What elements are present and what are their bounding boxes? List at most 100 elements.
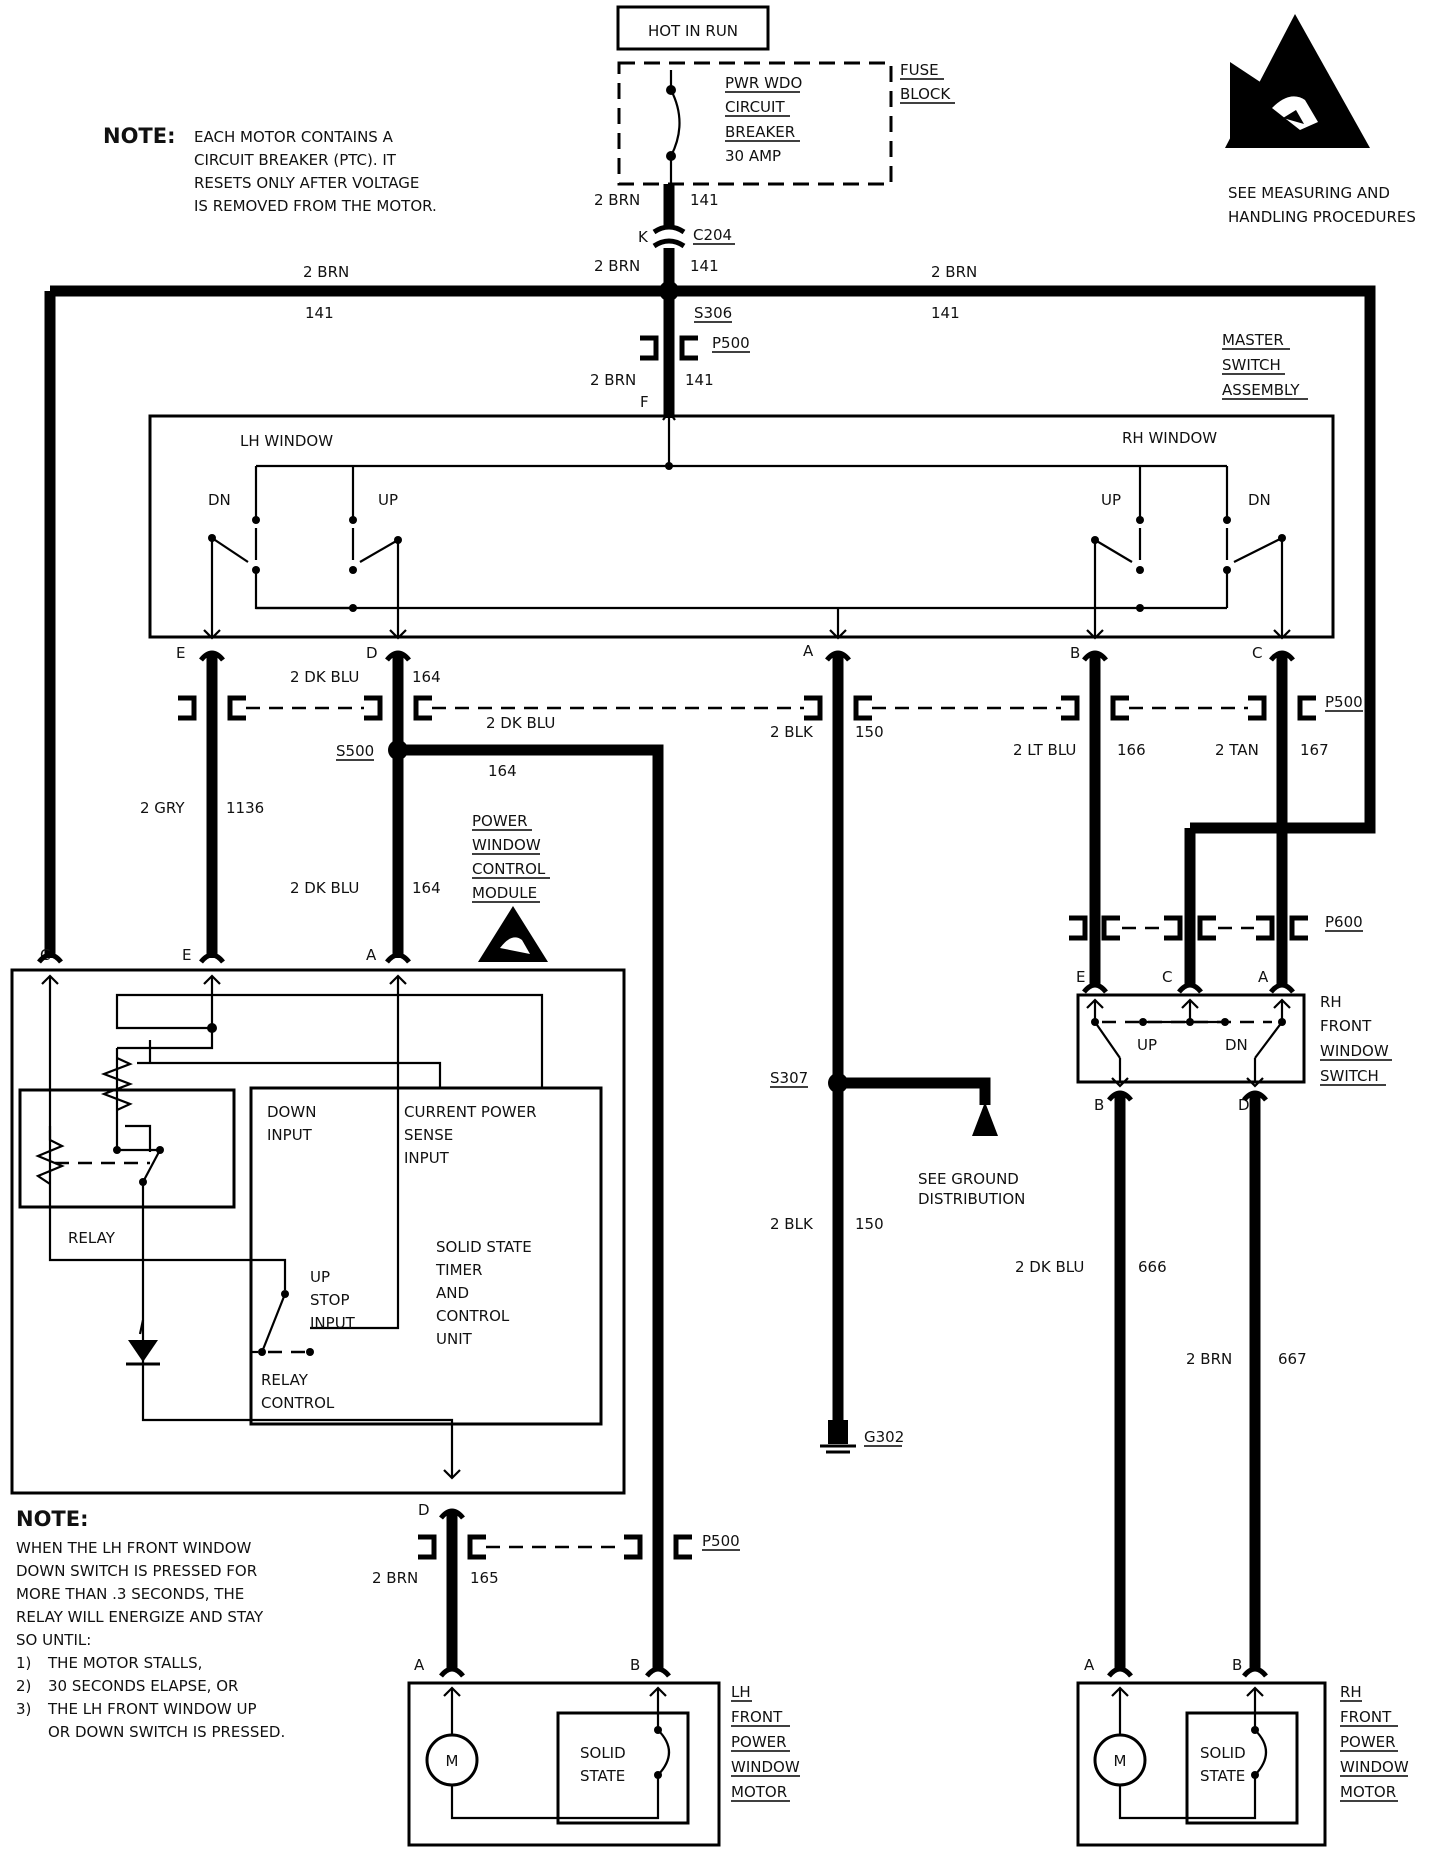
top-note-line-1: EACH MOTOR CONTAINS A <box>194 128 394 146</box>
hot-in-run-box <box>616 5 770 51</box>
wire-label-141-left: 141 <box>305 304 334 322</box>
wire-label-brn-3: 2 BRN <box>590 371 636 389</box>
connector-c204 <box>652 224 686 249</box>
master-pin-d: D <box>366 644 378 662</box>
lh-motor-box <box>407 1681 721 1847</box>
bottom-note-item-2-num: 2) <box>16 1677 31 1695</box>
lh-window-label: LH WINDOW <box>240 432 333 450</box>
master-output-connector-caps <box>199 650 1295 662</box>
module-connector-caps <box>37 952 411 964</box>
s500-label: S500 <box>336 742 374 760</box>
wire-label-blk-2: 2 BLK <box>770 1215 814 1233</box>
rh-motor-pin-a: A <box>1084 1656 1095 1674</box>
rh-dn-switch <box>1223 466 1286 637</box>
wire-label-141-2: 141 <box>690 257 719 275</box>
wire-141-bus <box>50 285 1376 834</box>
top-note-line-3: RESETS ONLY AFTER VOLTAGE <box>194 174 419 192</box>
s307-label: S307 <box>770 1069 808 1087</box>
wire-label-141-right: 141 <box>931 304 960 322</box>
wire-label-141-1: 141 <box>690 191 719 209</box>
esd-warning-icon <box>1225 14 1370 148</box>
rh-motor-symbol <box>1093 1733 1147 1787</box>
relay-coil-symbol <box>18 1088 236 1209</box>
bottom-note-line-4: RELAY WILL ENERGIZE AND STAY <box>16 1608 264 1626</box>
rh-switch-label-1: RH <box>1320 993 1342 1011</box>
module-label-4: MODULE <box>472 884 537 902</box>
timer-label-3: AND <box>436 1284 469 1302</box>
breaker-label-1: PWR WDO <box>725 74 802 92</box>
rh-switch-label-2: FRONT <box>1320 1017 1372 1035</box>
pin-k-label: K <box>638 228 649 246</box>
wire-label-166: 166 <box>1117 741 1146 759</box>
ground-arrow-icon <box>972 1102 998 1136</box>
wire-label-150-2: 150 <box>855 1215 884 1233</box>
wire-label-165: 165 <box>470 1569 499 1587</box>
master-switch-terminal-arrows <box>203 629 1291 640</box>
rh-switch-pin-b: B <box>1094 1096 1104 1114</box>
wire-label-150-1: 150 <box>855 723 884 741</box>
connector-p600 <box>1069 915 1308 941</box>
wire-label-brn-1: 2 BRN <box>594 191 640 209</box>
wire-label-164-3: 164 <box>412 879 441 897</box>
wire-label-blk-1: 2 BLK <box>770 723 814 741</box>
breaker-label-2: CIRCUIT <box>725 98 785 116</box>
wire-label-brn-left: 2 BRN <box>303 263 349 281</box>
rh-motor-m: M <box>1114 1752 1127 1770</box>
rh-switch-pin-e: E <box>1076 968 1085 986</box>
wire-label-164-2: 164 <box>488 762 517 780</box>
master-pin-c: C <box>1252 644 1262 662</box>
bottom-note-line-2: DOWN SWITCH IS PRESSED FOR <box>16 1562 257 1580</box>
rh-up-switch <box>1091 466 1144 637</box>
diode-symbol <box>126 1340 160 1366</box>
bottom-note-item-3-num: 3) <box>16 1700 31 1718</box>
wire-label-666: 666 <box>1138 1258 1167 1276</box>
rh-switch-internal <box>1086 998 1291 1088</box>
bottom-note-item-1: THE MOTOR STALLS, <box>47 1654 202 1672</box>
wire-label-667: 667 <box>1278 1350 1307 1368</box>
esd-note-line-1: SEE MEASURING AND <box>1228 184 1390 202</box>
rh-motor-label-5: MOTOR <box>1340 1783 1396 1801</box>
breaker-label-3: BREAKER <box>725 123 795 141</box>
lh-motor-label-3: POWER <box>731 1733 787 1751</box>
wire-label-dk-blu-3: 2 DK BLU <box>290 879 359 897</box>
master-switch-label-2: SWITCH <box>1222 356 1281 374</box>
wire-label-lt-blu: 2 LT BLU <box>1013 741 1076 759</box>
lh-motor-pin-b: B <box>630 1656 640 1674</box>
lh-up-label: UP <box>378 491 398 509</box>
down-input-label-2: INPUT <box>267 1126 313 1144</box>
master-switch-label-3: ASSEMBLY <box>1222 381 1300 399</box>
rh-motor-label-3: POWER <box>1340 1733 1396 1751</box>
lh-up-switch <box>349 466 402 637</box>
up-stop-switch <box>251 1290 314 1356</box>
wire-label-gry: 2 GRY <box>140 799 185 817</box>
wire-label-164-1: 164 <box>412 668 441 686</box>
up-stop-label-1: UP <box>310 1268 330 1286</box>
wire-label-167: 167 <box>1300 741 1329 759</box>
lh-motor-symbol <box>425 1733 479 1787</box>
wire-164-to-lh-motor <box>398 744 664 1668</box>
rh-switch-dn-label: DN <box>1225 1036 1248 1054</box>
up-stop-label-3: INPUT <box>310 1314 356 1332</box>
timer-control-unit-box <box>249 1086 603 1426</box>
wire-label-dk-blu-rh: 2 DK BLU <box>1015 1258 1084 1276</box>
fuse-block-label-2: BLOCK <box>900 85 951 103</box>
rh-motor-label-2: FRONT <box>1340 1708 1392 1726</box>
wire-label-brn-2: 2 BRN <box>594 257 640 275</box>
lh-motor-label-5: MOTOR <box>731 1783 787 1801</box>
rh-switch-pin-a: A <box>1258 968 1269 986</box>
circuit-breaker-symbol <box>666 70 681 184</box>
wire-label-brn-rh: 2 BRN <box>1186 1350 1232 1368</box>
rh-state-label: STATE <box>1200 1767 1245 1785</box>
rh-up-label: UP <box>1101 491 1121 509</box>
wire-label-141-3: 141 <box>685 371 714 389</box>
lh-dn-switch <box>208 466 350 637</box>
fuse-block-label-1: FUSE <box>900 61 939 79</box>
lh-motor-label-1: LH <box>731 1683 751 1701</box>
c204-label: C204 <box>693 226 732 244</box>
rh-switch-pin-d: D <box>1238 1096 1250 1114</box>
lh-motor-m: M <box>446 1752 459 1770</box>
wire-label-dk-blu-1: 2 DK BLU <box>290 668 359 686</box>
module-pin-d: D <box>418 1501 430 1519</box>
down-input-label-1: DOWN <box>267 1103 316 1121</box>
